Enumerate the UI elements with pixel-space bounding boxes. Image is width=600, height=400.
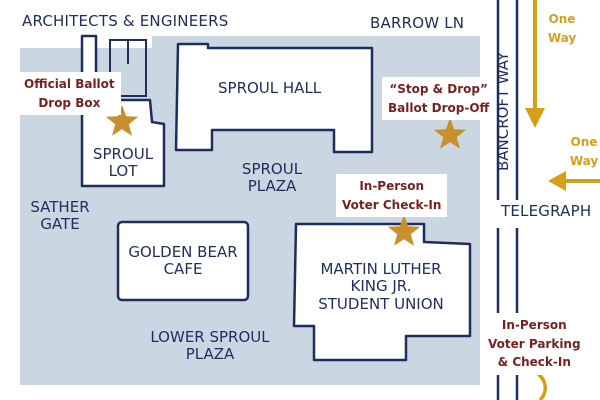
parking-line2: Voter Parking (488, 336, 581, 351)
mlk-student-union-outline (292, 222, 472, 362)
voter-parking-callout: In-Person Voter Parking & Check-In (482, 313, 587, 375)
sproul-lot-label-line1: SPROUL (92, 145, 154, 163)
golden-bear-cafe-outline (116, 220, 250, 302)
official-ballot-drop-box-callout: Official Ballot Drop Box (18, 72, 121, 116)
parking-line3: & Check-In (497, 355, 571, 370)
arrow-icon (548, 171, 600, 191)
stop-and-drop-callout: “Stop & Drop” Ballot Drop-Off (382, 77, 496, 121)
golden-bear-cafe-label-line1: GOLDEN BEAR (128, 243, 238, 261)
sproul-plaza-label: SPROUL PLAZA (230, 160, 314, 196)
arrow-icon (525, 0, 545, 128)
one-way-top-label: One Way (542, 10, 582, 48)
voter-check-in-callout: In-Person Voter Check-In (336, 174, 448, 218)
one-way-mid-label: One Way (565, 133, 600, 171)
star-icon (433, 118, 467, 149)
sproul-hall-outline (174, 42, 374, 154)
mlk-student-union-label-line1: MARTIN LUTHER (320, 260, 442, 278)
stop-drop-line1: “Stop & Drop” (389, 82, 488, 96)
bancroft-way-label: BANCROFT WAY (494, 52, 512, 172)
sather-gate-label: SATHER GATE (18, 198, 102, 234)
lower-sproul-plaza-label: LOWER SPROUL PLAZA (140, 328, 280, 364)
sproul-lot-label-line2: LOT (108, 162, 138, 181)
one-way-top-line1: One (548, 12, 576, 26)
telegraph-label: TELEGRAPH (501, 202, 592, 220)
ballot-box-line2: Drop Box (38, 95, 101, 110)
sproul-plaza-label-line1: SPROUL (241, 160, 303, 178)
stop-drop-line2: Ballot Drop-Off (388, 100, 490, 115)
golden-bear-cafe-label: GOLDEN BEAR CAFE (120, 243, 246, 279)
mlk-student-union-label-line2: KING JR. (350, 277, 412, 296)
mlk-student-union-label: MARTIN LUTHER KING JR. STUDENT UNION (300, 260, 462, 313)
one-way-mid-line2: Way (569, 154, 599, 169)
mlk-student-union-label-line3: STUDENT UNION (318, 294, 444, 313)
star-icon (387, 215, 421, 246)
star-icon (105, 105, 139, 136)
one-way-top-line2: Way (547, 31, 577, 46)
sproul-lot-label: SPROUL LOT (88, 145, 158, 181)
sather-gate-label-line2: GATE (40, 215, 80, 234)
checkin-line2: Voter Check-In (342, 197, 442, 212)
architects-label: ARCHITECTS & ENGINEERS (22, 12, 229, 30)
lower-sproul-plaza-label-line1: LOWER SPROUL (150, 328, 270, 346)
lower-sproul-plaza-label-line2: PLAZA (185, 345, 235, 364)
sproul-plaza-label-line2: PLAZA (247, 177, 297, 196)
one-way-mid-line1: One (570, 135, 598, 149)
ballot-box-line1: Official Ballot (24, 77, 115, 91)
sproul-hall-label: SPROUL HALL (218, 79, 322, 97)
barrow-lane-label: BARROW LN (370, 14, 465, 32)
sather-gate-label-line1: SATHER (30, 198, 90, 216)
golden-bear-cafe-label-line2: CAFE (163, 260, 203, 279)
checkin-line1: In-Person (359, 179, 425, 193)
parking-line1: In-Person (501, 318, 567, 332)
